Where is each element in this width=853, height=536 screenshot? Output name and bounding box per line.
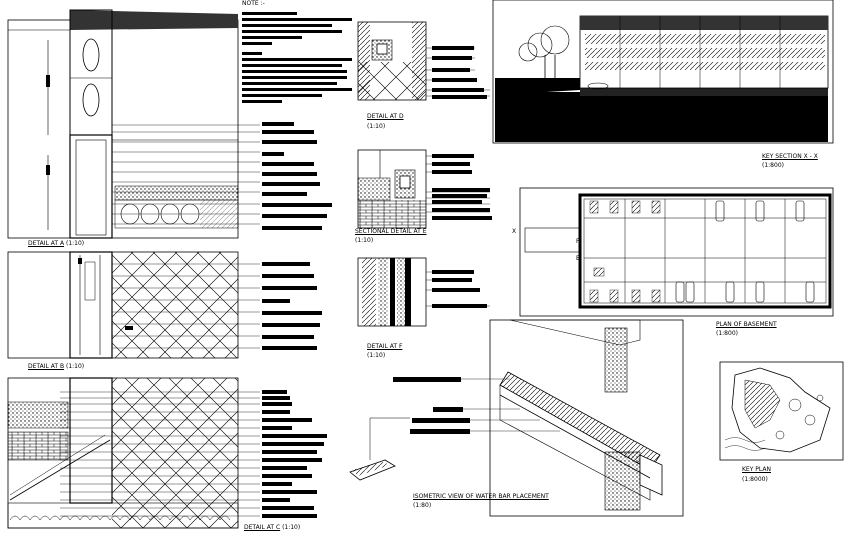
detail-b-drawing [7,251,260,359]
isometric-drawing [349,319,684,517]
detail-c-scale: (1:10) [282,524,301,531]
detail-b-scale: (1:10) [65,363,85,370]
detail-f-drawing [357,257,490,327]
detail-a-title: DETAIL AT A [28,240,65,247]
detail-e-title: SECTIONAL DETAIL AT E [355,228,427,235]
isometric-title: ISOMETRIC VIEW OF WATER BAR PLACEMENT [413,493,549,500]
detail-c-title: DETAIL AT C [244,524,281,531]
basement-plan-drawing [519,187,834,317]
basement-scale: (1:800) [716,330,738,337]
marker-e: E [576,255,580,262]
detail-f-title: DETAIL AT F [367,343,403,350]
isometric-scale: (1:80) [413,502,432,509]
detail-b-label: DETAIL AT B (1:10) [28,363,84,370]
detail-d-drawing [357,21,490,101]
detail-f-scale: (1:10) [367,352,386,359]
detail-a-scale: (1:10) [65,240,85,247]
note-lines [242,12,352,103]
detail-c-callouts [262,390,327,518]
detail-e-drawing [357,149,492,229]
key-plan-title: KEY PLAN [742,466,771,473]
detail-d-scale: (1:10) [367,123,386,130]
detail-b-title: DETAIL AT B [28,363,65,370]
detail-e-scale: (1:10) [355,237,374,244]
key-section-scale: (1:800) [762,162,784,169]
detail-a-drawing [7,9,260,239]
detail-a-label: DETAIL AT A (1:10) [28,240,84,247]
detail-a-callouts [262,122,332,230]
detail-d-title: DETAIL AT D [367,113,404,120]
detail-b-callouts [262,262,322,350]
key-section-title: KEY SECTION X - X [762,153,818,160]
basement-title: PLAN OF BASEMENT [716,321,777,328]
key-plan-scale: (1:8000) [742,476,768,483]
note-heading: NOTE :- [242,0,265,7]
key-section-drawing [492,0,834,144]
marker-f: F [576,238,580,245]
key-plan-drawing [719,361,844,461]
detail-c-label: DETAIL AT C (1:10) [244,524,300,531]
marker-x: X [512,228,517,235]
detail-c-drawing [7,377,260,529]
